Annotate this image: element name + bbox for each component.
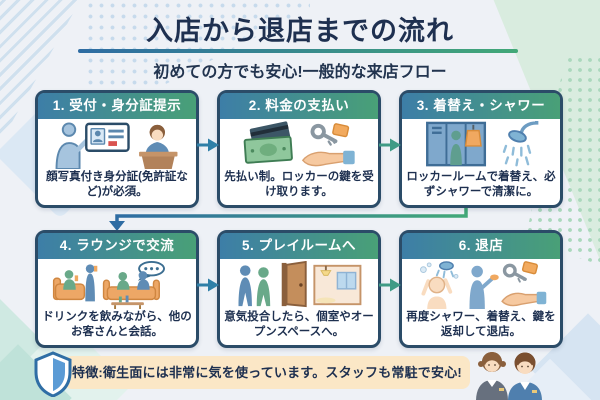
step-card-6: 6. 退店 xyxy=(399,230,563,348)
title-underline xyxy=(78,49,518,53)
door-to-playroom-icon xyxy=(238,261,362,308)
arrow-right-icon xyxy=(197,278,219,292)
step-card-4: 4. ラウンジで交流 xyxy=(35,230,199,348)
page-title: 入店から退店までの流れ xyxy=(146,16,454,46)
step-4-heading: 4. ラウンジで交流 xyxy=(38,233,196,259)
page-subtitle: 初めての方でも安心!一般的な来店フロー xyxy=(153,64,447,81)
step-2-caption: 先払い制。ロッカーの鍵を受け取ります。 xyxy=(224,171,374,198)
step-card-3: 3. 着替え・シャワー ロッ xyxy=(399,90,563,208)
step-6-heading: 6. 退店 xyxy=(402,233,560,259)
step-1-body: 顔写真付き身分証(免許証など)が必須。 xyxy=(38,119,196,205)
arrow-right-icon xyxy=(197,138,219,152)
step-1-heading: 1. 受付・身分証提示 xyxy=(38,93,196,119)
step-5-body: 意気投合したら、個室やオープンスペースへ。 xyxy=(220,259,378,345)
staff-members-illustration xyxy=(476,352,542,400)
step-3-caption: ロッカールームで着替え、必ずシャワーで清潔に。 xyxy=(406,171,556,198)
step-6-body: 再度シャワー、着替え、鍵を返却して退店。 xyxy=(402,259,560,345)
arrow-right-icon xyxy=(379,278,401,292)
step-6-caption: 再度シャワー、着替え、鍵を返却して退店。 xyxy=(406,311,556,338)
step-card-1: 1. 受付・身分証提示 顔写真付き身分証(免許証など)が必須。 xyxy=(35,90,199,208)
shield-icon xyxy=(34,351,72,397)
feature-note-bar: 特徴:衛生面には非常に気を使っています。スタッフも常駐で安心! xyxy=(64,356,470,389)
step-2-heading: 2. 料金の支払い xyxy=(220,93,378,119)
step-card-5: 5. プレイルームへ 意気投合したら、個室やオープンスペースへ。 xyxy=(217,230,381,348)
shower-dress-key-return-icon xyxy=(420,261,547,309)
locker-shower-icon xyxy=(426,121,539,167)
step-3-heading: 3. 着替え・シャワー xyxy=(402,93,560,119)
step-2-body: 先払い制。ロッカーの鍵を受け取ります。 xyxy=(220,119,378,205)
step-1-caption: 顔写真付き身分証(免許証など)が必須。 xyxy=(46,171,188,198)
lounge-sofa-chat-icon xyxy=(52,261,165,309)
feature-note-text: 特徴:衛生面には非常に気を使っています。スタッフも常駐で安心! xyxy=(72,365,462,380)
step-card-2: 2. 料金の支払い 先払い制。ロッカー xyxy=(217,90,381,208)
step-3-body: ロッカールームで着替え、必ずシャワーで清潔に。 xyxy=(402,119,560,205)
reception-id-check-icon xyxy=(55,122,178,169)
step-4-caption: ドリンクを飲みながら、他のお客さんと会話。 xyxy=(42,311,192,338)
payment-money-key-icon xyxy=(243,121,355,167)
arrow-right-icon xyxy=(379,138,401,152)
step-5-caption: 意気投合したら、個室やオープンスペースへ。 xyxy=(224,311,374,338)
step-4-body: ドリンクを飲みながら、他のお客さんと会話。 xyxy=(38,259,196,345)
flow-wrap-connector-arrow xyxy=(109,204,468,231)
step-5-heading: 5. プレイルームへ xyxy=(220,233,378,259)
